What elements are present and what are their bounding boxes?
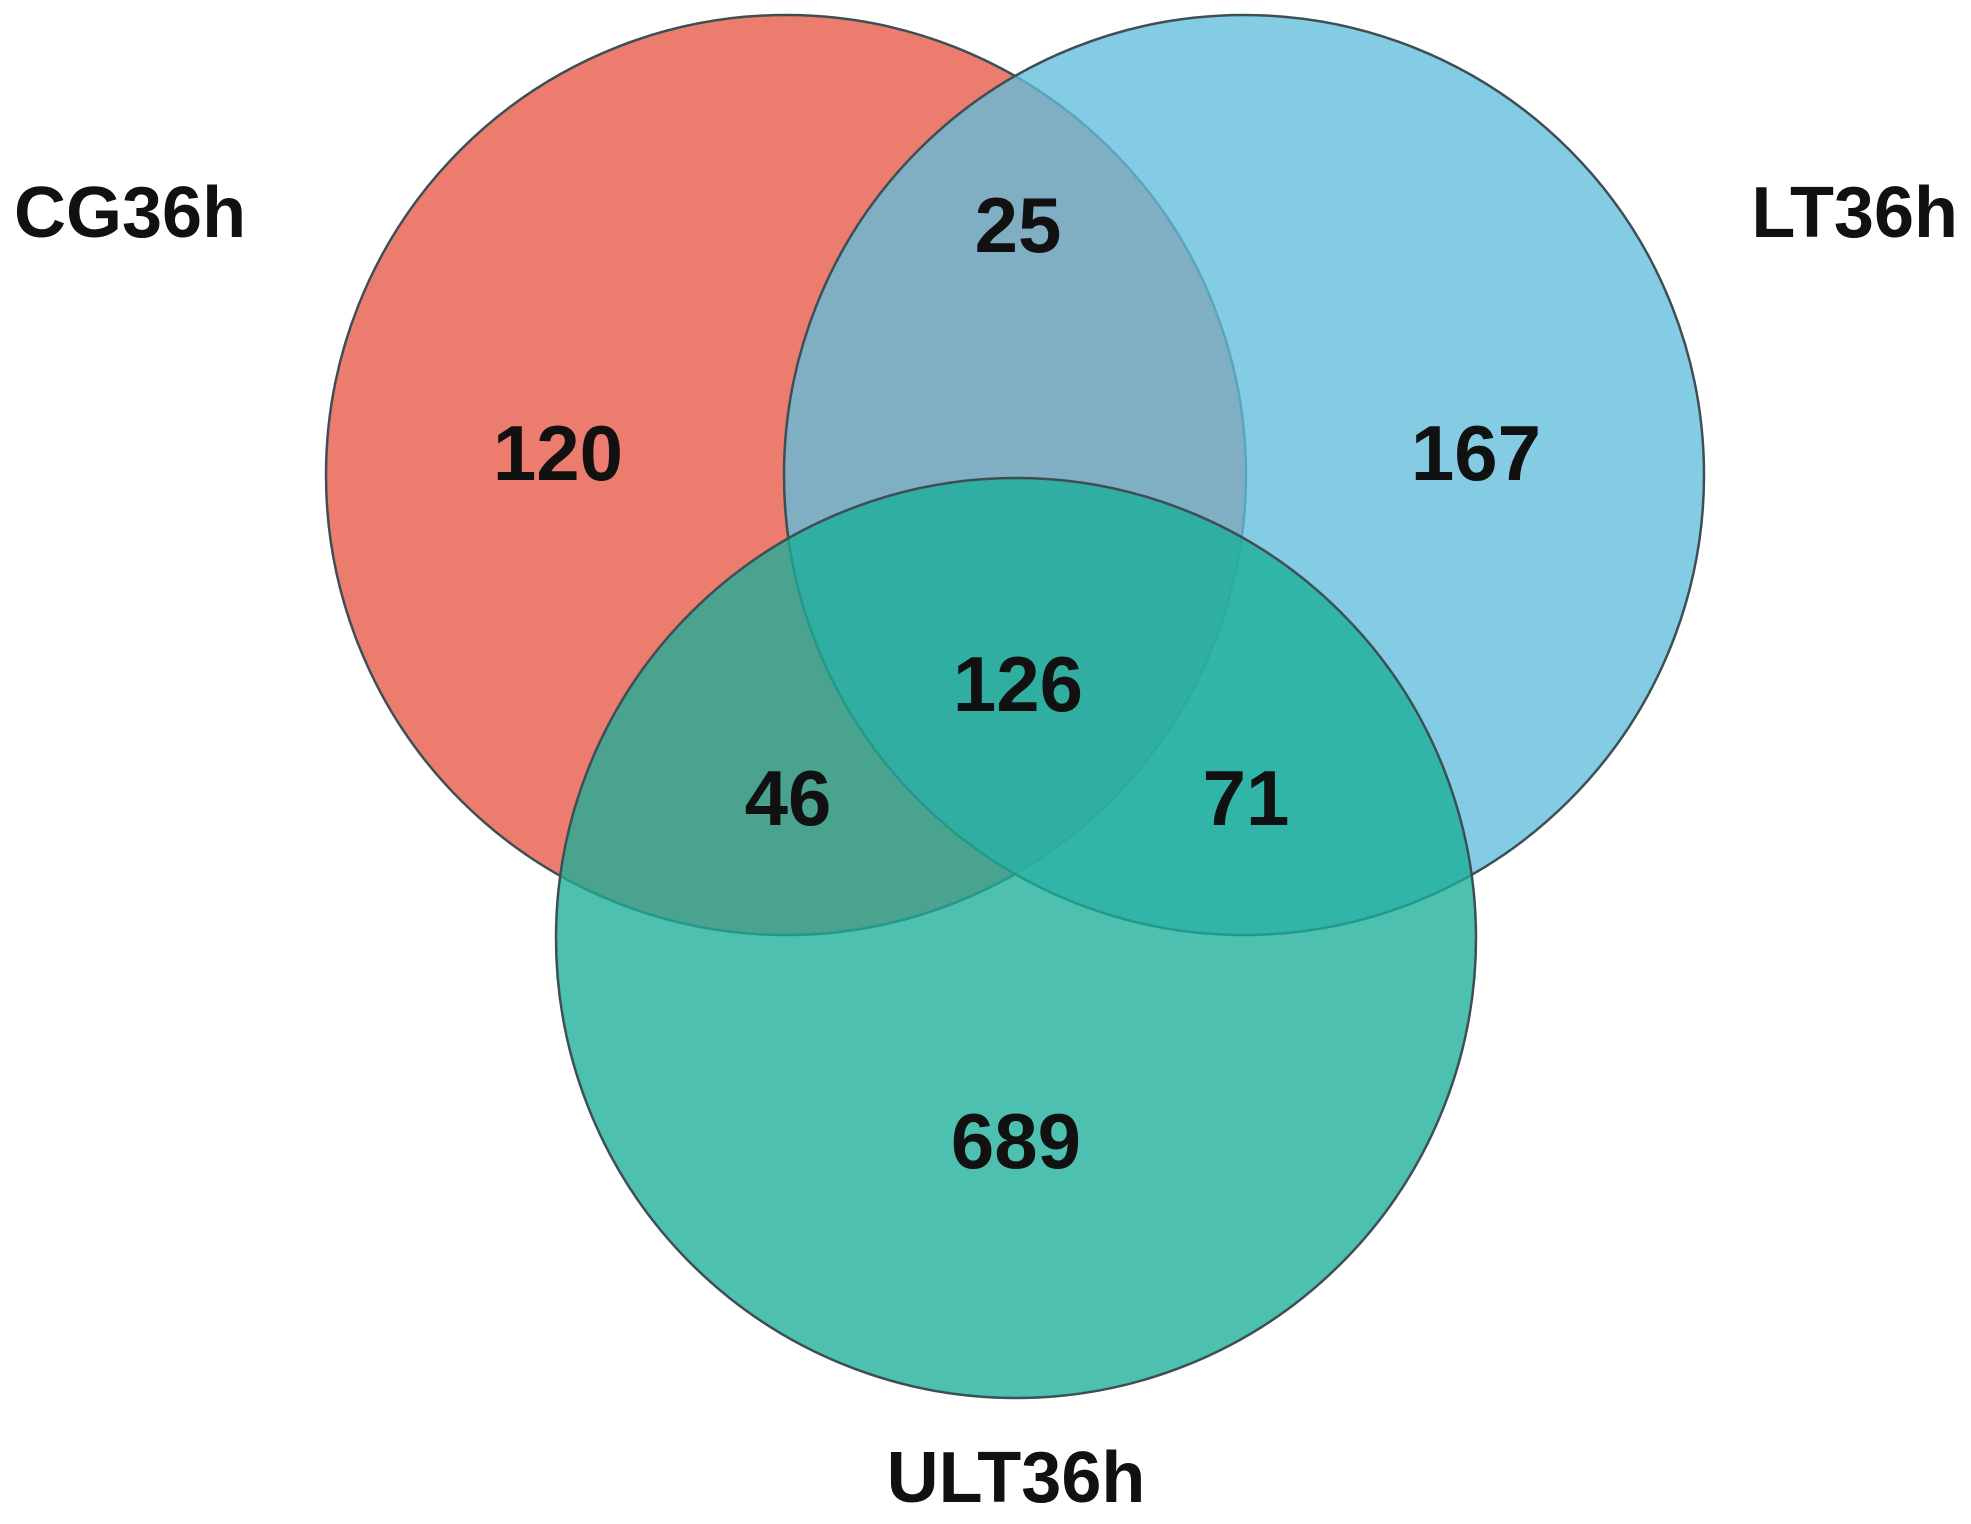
venn-circle-ult36h	[554, 476, 1478, 1400]
region-cg-lt-ult: 126	[953, 640, 1083, 728]
region-ult-only: 689	[951, 1097, 1081, 1185]
region-cg-lt: 25	[975, 181, 1062, 269]
set-label-cg36h: CG36h	[14, 173, 246, 253]
region-cg-only: 120	[493, 409, 623, 497]
region-lt-ult: 71	[1203, 754, 1290, 842]
region-lt-only: 167	[1411, 409, 1541, 497]
region-cg-ult: 46	[745, 754, 832, 842]
set-label-ult36h: ULT36h	[887, 1438, 1146, 1518]
set-label-lt36h: LT36h	[1751, 173, 1958, 253]
